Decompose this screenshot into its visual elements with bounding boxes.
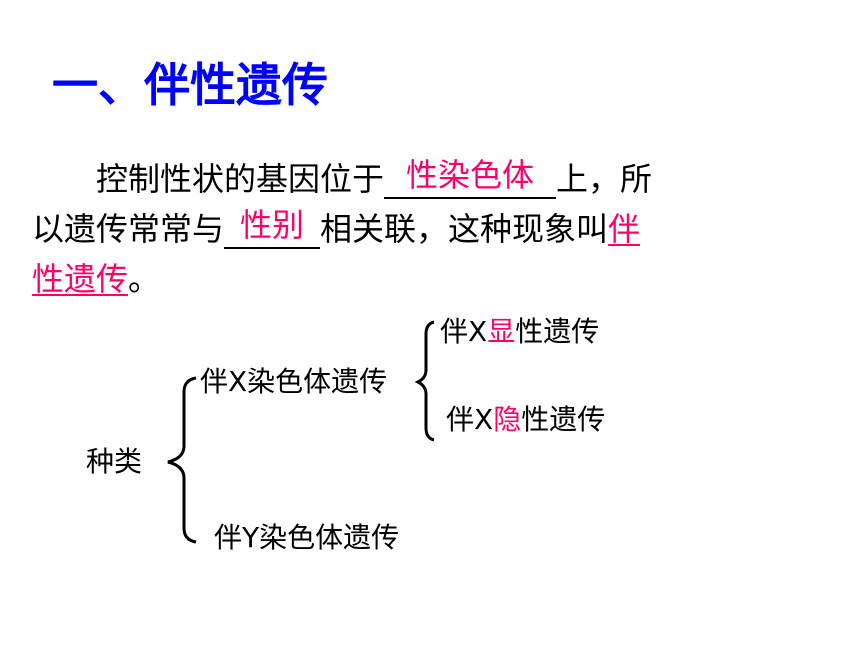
slide-title: 一、伴性遗传 bbox=[52, 58, 328, 112]
sub-brace bbox=[414, 320, 435, 442]
definition-paragraph: 控制性状的基因位于性染色体上，所 以遗传常常与性别相关联，这种现象叫伴 性遗传。 bbox=[32, 154, 792, 304]
line3-text-after: 。 bbox=[128, 260, 161, 298]
tree-x-dominant: 伴X显性遗传 bbox=[440, 318, 599, 346]
tree-root-types: 种类 bbox=[86, 445, 143, 478]
x-recessive-suffix: 性遗传 bbox=[521, 403, 606, 436]
answer-sex-chromosome: 性染色体 bbox=[406, 156, 535, 194]
paragraph-line-1: 控制性状的基因位于性染色体上，所 bbox=[32, 154, 792, 204]
answer-sex: 性别 bbox=[240, 206, 305, 244]
line1-text-after: 上，所 bbox=[556, 160, 653, 198]
blank-sex-chromosome: 性染色体 bbox=[384, 157, 557, 199]
tree-x-recessive: 伴X隐性遗传 bbox=[446, 406, 605, 434]
line2-text-before: 以遗传常常与 bbox=[32, 210, 225, 248]
x-dominant-prefix: 伴X bbox=[440, 315, 488, 348]
x-recessive-prefix: 伴X bbox=[446, 403, 494, 436]
x-recessive-key: 隐 bbox=[493, 403, 522, 436]
main-brace bbox=[167, 376, 197, 544]
line2-text-after: 相关联，这种现象叫 bbox=[320, 210, 609, 248]
highlight-sex-linked-part1: 伴 bbox=[608, 210, 641, 248]
paragraph-line-2: 以遗传常常与性别相关联，这种现象叫伴 bbox=[32, 204, 792, 254]
tree-branch-y-linked: 伴Y染色体遗传 bbox=[214, 521, 400, 554]
highlight-sex-linked-part2: 性遗传 bbox=[32, 260, 129, 298]
blank-sex: 性别 bbox=[224, 207, 321, 249]
paragraph-line-3: 性遗传。 bbox=[32, 254, 792, 304]
line1-text-before: 控制性状的基因位于 bbox=[96, 160, 385, 198]
x-dominant-key: 显 bbox=[487, 315, 516, 348]
x-dominant-suffix: 性遗传 bbox=[515, 315, 600, 348]
tree-branch-x-linked: 伴X染色体遗传 bbox=[200, 365, 388, 398]
